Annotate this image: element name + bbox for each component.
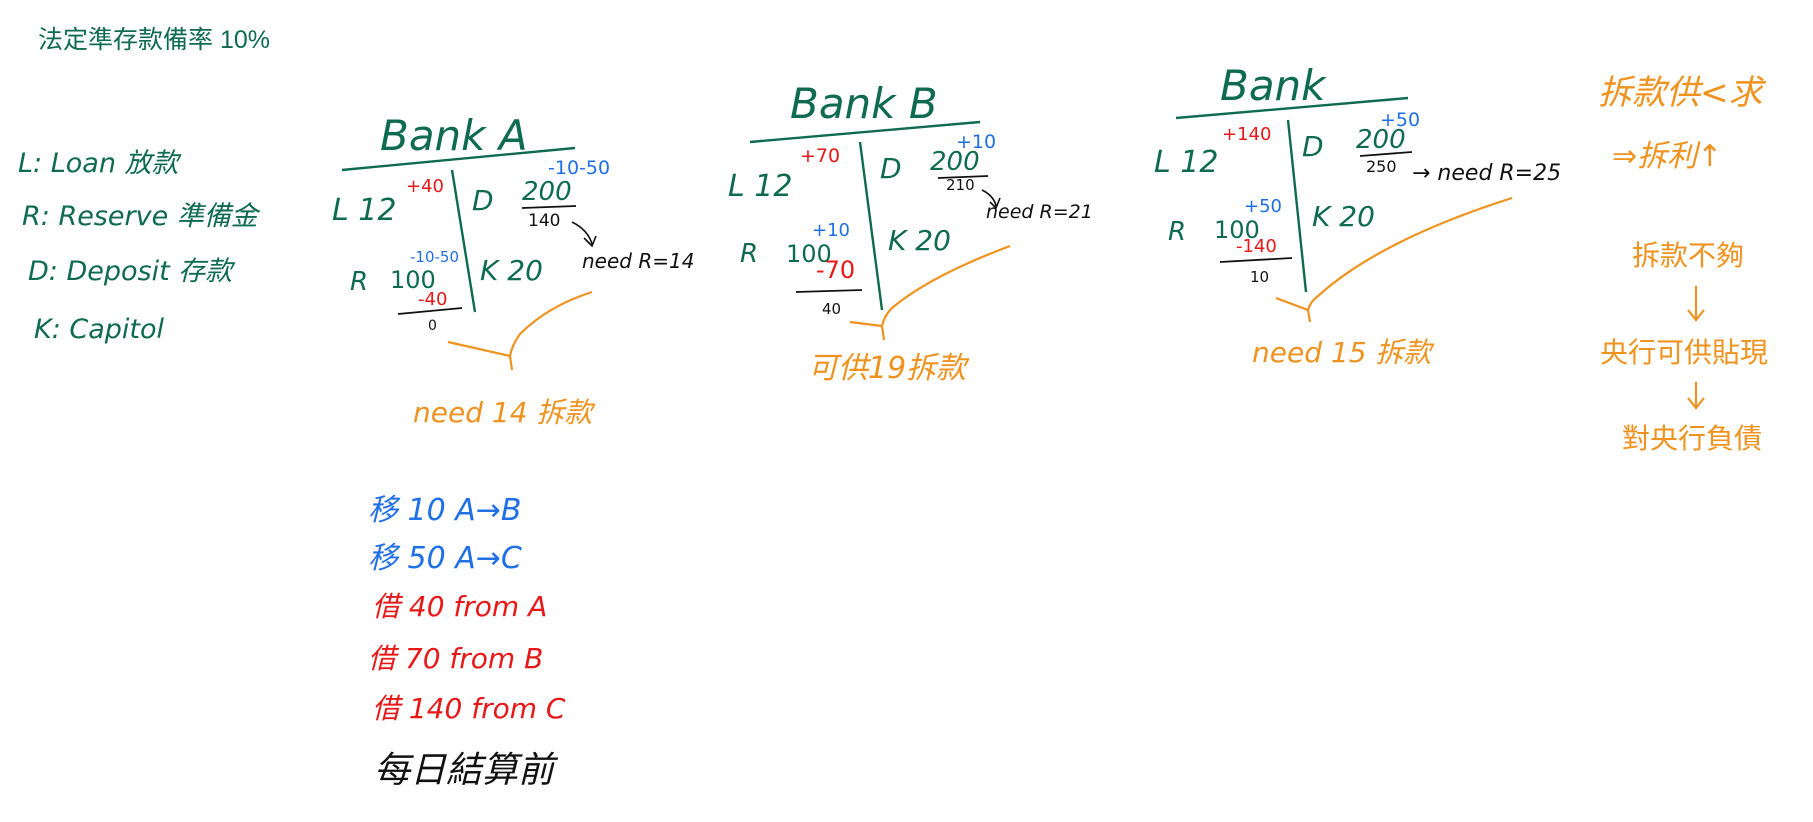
- bank-a-deposit-value: 200: [522, 177, 572, 207]
- bank-b-bracket: [849, 244, 1011, 328]
- bank-c-reserve-change: +50: [1244, 196, 1282, 217]
- bank-c-deposit-label: D: [1302, 130, 1324, 163]
- bank-b-reserve-change: +10: [812, 220, 850, 241]
- bank-b-deposit-label: D: [880, 152, 902, 185]
- bank-c-capital: K 20: [1312, 200, 1375, 233]
- bank-c-deposit-change: +50: [1380, 109, 1420, 131]
- bank-c-bracket-note: need 15 拆款: [1252, 336, 1435, 369]
- bank-c-bracket: [1275, 196, 1513, 312]
- bank-b-reserve-result: 40: [822, 300, 841, 318]
- bank-a-reserve-borrow: -40: [418, 289, 447, 310]
- transaction-item: 借 140 from C: [372, 692, 566, 725]
- bank-b-t-account: Bank B L 12 +70 D 200 +10 210 need R=21 …: [728, 79, 1093, 386]
- bank-b-top-rule: [749, 120, 981, 144]
- shortage-note: 拆款不夠: [1632, 240, 1744, 271]
- bank-b-reserve-value: 100: [786, 240, 832, 268]
- bank-c-deposit-value: 200: [1356, 125, 1406, 155]
- bank-b-divider: [858, 141, 884, 311]
- bank-a-reserve-label: R: [350, 267, 368, 297]
- legend-loan: L: Loan 放款: [18, 148, 183, 179]
- bank-c-loan-change: +140: [1222, 124, 1271, 145]
- bank-b-loan-change: +70: [800, 145, 840, 167]
- bank-c-need-reserve: → need R=25: [1412, 161, 1561, 186]
- bank-c-reserve-label: R: [1168, 217, 1186, 247]
- bank-a-reserve-result: 0: [428, 318, 437, 334]
- bank-b-deposit-value: 200: [930, 147, 980, 177]
- bank-b-bracket-note: 可供19拆款: [808, 351, 970, 386]
- discount-note: 央行可供貼現: [1600, 337, 1768, 368]
- bank-a-capital: K 20: [480, 254, 543, 287]
- bank-b-arrow: [981, 189, 1001, 210]
- flow-arrow-1: [1687, 286, 1705, 322]
- liability-note: 對央行負債: [1622, 423, 1762, 454]
- bank-a-deposit-new: 140: [528, 211, 560, 231]
- legend-deposit: D: Deposit 存款: [28, 256, 236, 287]
- transaction-item: 借 40 from A: [372, 590, 547, 623]
- bank-b-deposit-new: 210: [946, 176, 975, 194]
- bank-b-bracket-tip: [880, 325, 886, 341]
- bank-c-reserve-borrow: -140: [1236, 236, 1277, 257]
- bank-a-deposit-underline: [521, 205, 577, 209]
- transaction-item: 移 50 A→C: [368, 541, 522, 576]
- bank-a-deposit-change: -10-50: [548, 157, 610, 179]
- bank-a-bracket: [447, 290, 593, 358]
- bank-c-loan: L 12: [1154, 145, 1218, 180]
- bank-c-divider: [1286, 119, 1308, 293]
- bank-b-deposit-underline: [937, 175, 989, 179]
- flow-arrow-2: [1687, 382, 1705, 410]
- bank-c-top-rule: [1175, 96, 1409, 120]
- bank-a-arrow: [571, 221, 597, 248]
- bank-c-name: Bank: [1220, 61, 1327, 110]
- bank-a-divider: [450, 169, 477, 313]
- bank-b-deposit-change: +10: [956, 131, 996, 153]
- bank-c-deposit-new: 250: [1366, 157, 1397, 176]
- bank-c-reserve-value: 100: [1214, 216, 1260, 244]
- bank-b-reserve-underline: [795, 289, 863, 293]
- transaction-item: 移 10 A→B: [368, 493, 522, 528]
- bank-c-t-account: Bank L 12 +140 D 200 +50 250 → need R=25…: [1154, 61, 1561, 369]
- bank-c-reserve-underline: [1219, 257, 1293, 263]
- bank-a-need-reserve: need R=14: [582, 249, 694, 273]
- transactions-list: 移 10 A→B 移 50 A→C 借 40 from A 借 70 from …: [368, 493, 566, 791]
- bank-c-bracket-tip: [1306, 309, 1312, 323]
- legend: L: Loan 放款 R: Reserve 準備金 D: Deposit 存款 …: [18, 148, 261, 345]
- bank-a-t-account: Bank A L 12 +40 D 200 -10-50 140 need R=…: [332, 111, 694, 429]
- legend-capital: K: Capitol: [34, 314, 165, 345]
- bank-a-deposit-label: D: [472, 184, 494, 217]
- bank-a-reserve-underline: [397, 307, 463, 315]
- bank-b-reserve-label: R: [740, 239, 758, 269]
- bank-a-bracket-note: need 14 拆款: [413, 396, 596, 429]
- transaction-item: 借 70 from B: [368, 642, 543, 675]
- bank-a-reserve-change: -10-50: [410, 248, 459, 266]
- daily-settlement-note: 每日結算前: [374, 750, 559, 791]
- bank-c-deposit-underline: [1359, 151, 1413, 157]
- rate-note-line2: ⇒拆利↑: [1612, 139, 1722, 174]
- bank-b-reserve-borrow: -70: [816, 256, 855, 284]
- bank-a-name: Bank A: [380, 111, 528, 160]
- side-notes: 拆款供<求 ⇒拆利↑ 拆款不夠 央行可供貼現 對央行負債: [1598, 73, 1768, 454]
- bank-a-reserve-value: 100: [390, 266, 436, 294]
- bank-a-top-rule: [341, 146, 576, 172]
- bank-a-loan: L 12: [332, 193, 396, 228]
- rate-note-line1: 拆款供<求: [1598, 73, 1766, 113]
- bank-b-loan: L 12: [728, 169, 792, 204]
- reserve-ratio-title: 法定準存款備率 10%: [38, 26, 270, 54]
- bank-c-reserve-result: 10: [1250, 268, 1269, 286]
- legend-reserve: R: Reserve 準備金: [22, 201, 261, 232]
- bank-b-need-reserve: need R=21: [986, 201, 1093, 223]
- bank-b-name: Bank B: [790, 79, 938, 128]
- bank-a-bracket-tip: [508, 355, 514, 371]
- bank-b-capital: K 20: [888, 224, 951, 257]
- bank-a-loan-change: +40: [406, 176, 444, 197]
